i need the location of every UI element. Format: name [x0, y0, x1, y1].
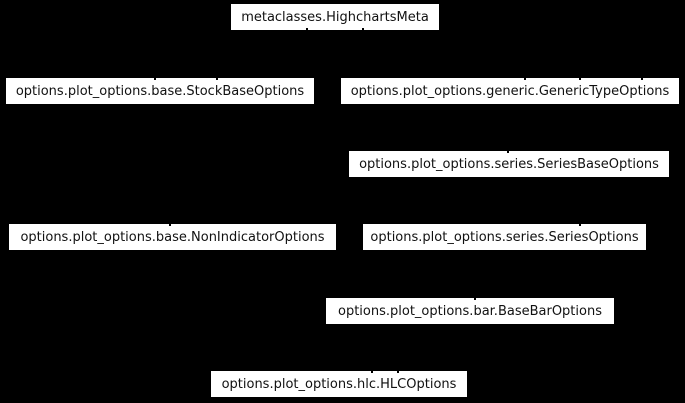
- node-label: options.plot_options.series.SeriesOption…: [370, 230, 639, 245]
- node-label: options.plot_options.generic.GenericType…: [350, 84, 670, 99]
- node-generic-type-options[interactable]: options.plot_options.generic.GenericType…: [340, 77, 680, 105]
- edge-stub: [216, 76, 218, 80]
- edge-stub: [579, 222, 581, 226]
- edge-stub: [474, 296, 476, 300]
- node-label: options.plot_options.hlc.HLCOptions: [221, 377, 457, 392]
- node-stock-base-options[interactable]: options.plot_options.base.StockBaseOptio…: [5, 77, 315, 105]
- node-label: options.plot_options.base.StockBaseOptio…: [15, 84, 305, 99]
- node-label: options.plot_options.base.NonIndicatorOp…: [20, 230, 325, 245]
- edge-stub: [507, 149, 509, 153]
- node-label: metaclasses.HighchartsMeta: [241, 10, 429, 25]
- node-series-base-options[interactable]: options.plot_options.series.SeriesBaseOp…: [348, 150, 670, 178]
- node-non-indicator-options[interactable]: options.plot_options.base.NonIndicatorOp…: [8, 223, 337, 251]
- node-base-bar-options[interactable]: options.plot_options.bar.BaseBarOptions: [325, 297, 615, 325]
- node-metaclasses-highchartsmeta[interactable]: metaclasses.HighchartsMeta: [230, 3, 440, 31]
- edge-stub: [169, 222, 171, 226]
- edge-stub: [371, 369, 373, 373]
- node-series-options[interactable]: options.plot_options.series.SeriesOption…: [362, 223, 647, 251]
- edge-stub: [306, 28, 308, 32]
- edge-stub: [397, 369, 399, 373]
- edge-stub: [524, 76, 526, 80]
- edge-stub: [362, 28, 364, 32]
- node-label: options.plot_options.bar.BaseBarOptions: [338, 304, 602, 319]
- edge-stub: [641, 76, 643, 80]
- node-hlc-options[interactable]: options.plot_options.hlc.HLCOptions: [210, 370, 468, 398]
- edge-stub: [154, 76, 156, 80]
- node-label: options.plot_options.series.SeriesBaseOp…: [359, 157, 659, 172]
- edge-stub: [579, 76, 581, 80]
